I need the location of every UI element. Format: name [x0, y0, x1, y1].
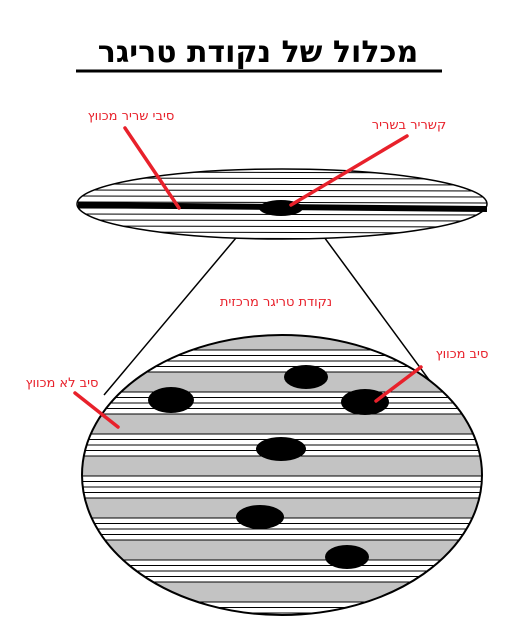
knot [341, 389, 389, 415]
pointer-lines [73, 126, 423, 429]
pointer-uncontracted-fiber [73, 391, 120, 429]
pointer-contracted-fiber [374, 365, 423, 403]
uncontracted-fiber-stripe [82, 413, 482, 435]
uncontracted-fiber-stripe [82, 371, 482, 393]
pointer-contracted-fibers [123, 126, 181, 210]
label-contracted-fiber: סיב מכווץ [436, 347, 489, 362]
contraction-knots [148, 365, 389, 569]
knot [148, 387, 194, 413]
fiber-line [77, 225, 487, 228]
label-central-trigger-point: נקודת טריגר מרכזית [220, 295, 332, 310]
knot [256, 437, 306, 461]
fiber-line [77, 177, 487, 180]
label-contracted-fibers: סיבי שריר מכווץ [88, 109, 175, 124]
uncontracted-fiber-stripe [82, 497, 482, 519]
muscle-spindle [76, 168, 488, 240]
label-uncontracted-fiber: סיב לא מכווץ [25, 376, 98, 391]
fiber-line [77, 219, 487, 222]
pointer-muscle-knot [289, 134, 409, 207]
uncontracted-fiber-stripe [82, 581, 482, 603]
label-muscle-knot: קשריר בשריר [372, 118, 446, 133]
uncontracted-fiber-stripe [82, 539, 482, 561]
page-title: מכלול של נקודת טריגר [98, 35, 418, 70]
fiber-line [77, 195, 487, 198]
magnified-view [81, 334, 483, 616]
labels: סיבי שריר מכווץ קשריר בשריר נקודת טריגר … [25, 109, 488, 391]
fiber-line [77, 183, 487, 186]
knot [284, 365, 328, 389]
knot [325, 545, 369, 569]
fiber-line [77, 171, 487, 174]
knot [236, 505, 284, 529]
fiber-line [77, 189, 487, 192]
fiber-line [77, 231, 487, 234]
